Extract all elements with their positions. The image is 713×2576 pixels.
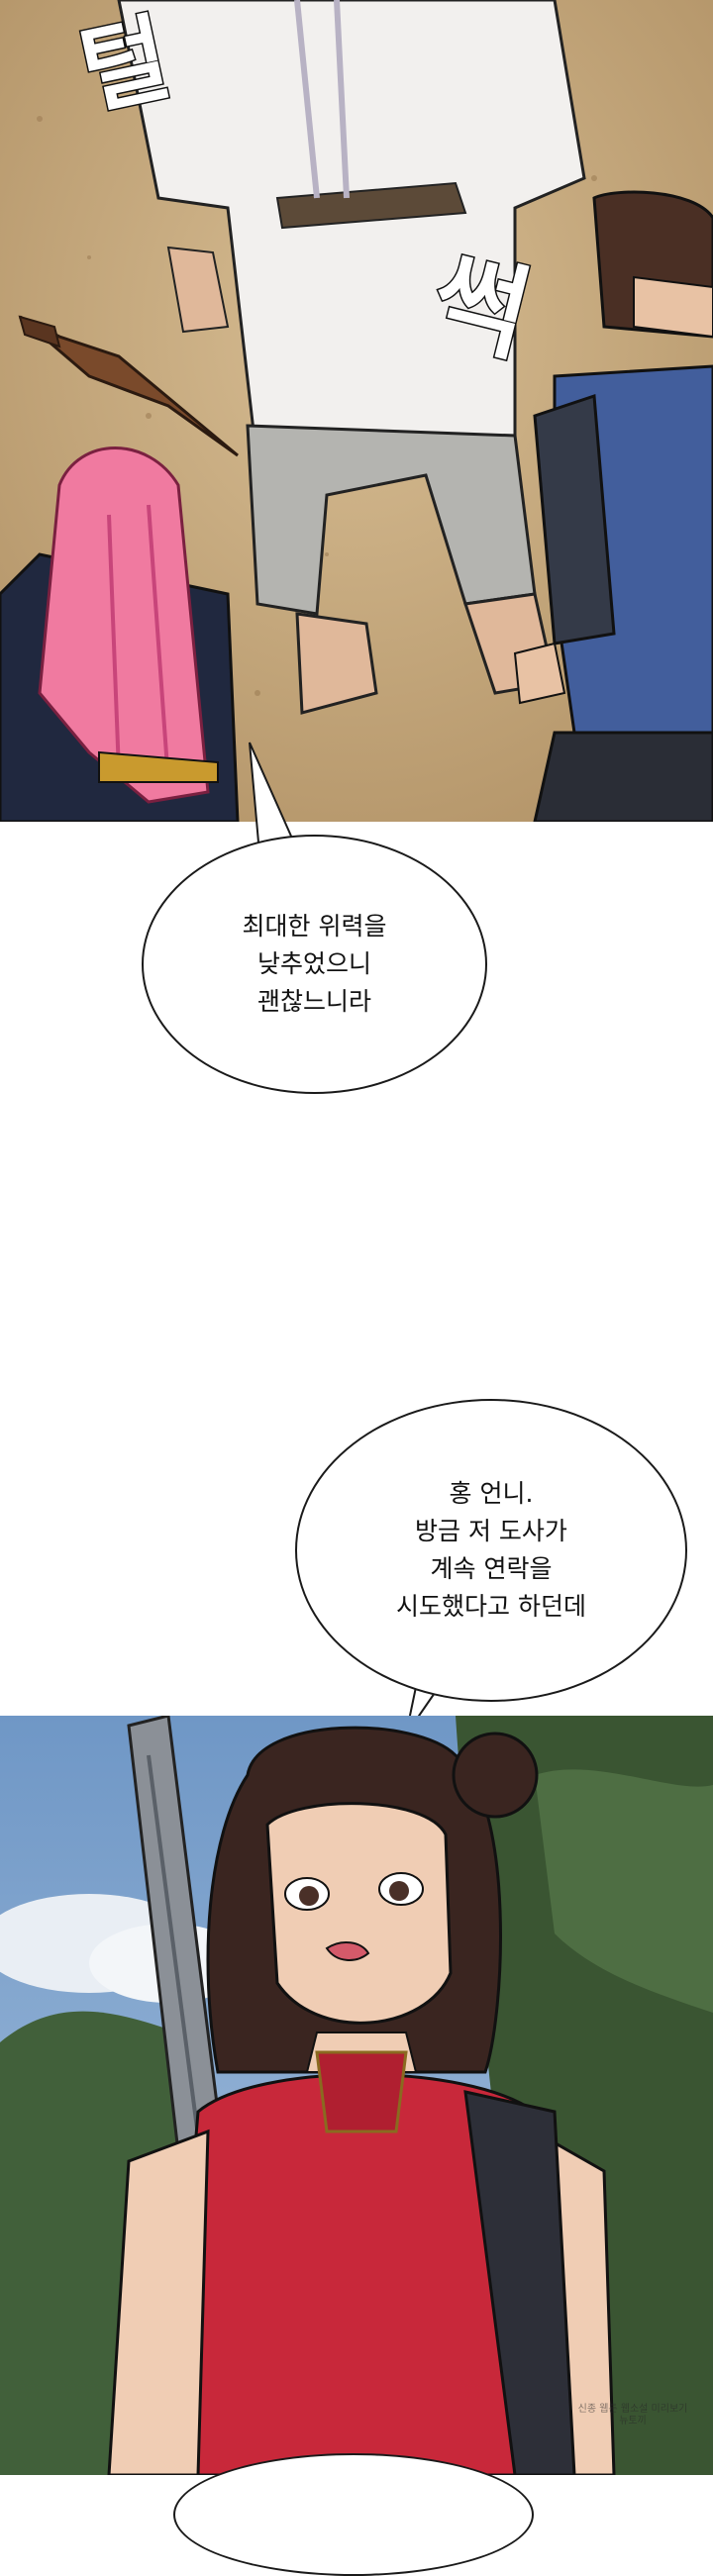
speech-bubble-2-text: 홍 언니. 방금 저 도사가 계속 연락을 시도했다고 하던데 bbox=[396, 1479, 586, 1621]
speech-bubble-3-partial bbox=[173, 2453, 534, 2576]
watermark-line-2: 뉴토끼 bbox=[619, 2416, 647, 2427]
woman-in-red-figure bbox=[107, 1726, 616, 2475]
comic-panel-ground-scene: 털 썩 bbox=[0, 0, 713, 822]
ground-scene-art bbox=[0, 0, 713, 822]
comic-panel-forest-scene: 신종 웹툰 웹소설 미리보기 뉴토끼 bbox=[0, 1716, 713, 2475]
speech-bubble-2: 홍 언니. 방금 저 도사가 계속 연락을 시도했다고 하던데 bbox=[295, 1399, 687, 1702]
pink-haired-girl-figure bbox=[0, 446, 240, 822]
forest-scene-art bbox=[0, 1716, 713, 2475]
elder-figure bbox=[117, 0, 586, 715]
speech-bubble-1-text: 최대한 위력을 낮추었으니 괜찮느니라 bbox=[242, 912, 387, 1016]
dagger-illustration bbox=[18, 315, 239, 457]
watermark: 신종 웹툰 웹소설 미리보기 뉴토끼 bbox=[559, 2404, 707, 2427]
speech-bubble-1: 최대한 위력을 낮추었으니 괜찮느니라 bbox=[142, 835, 487, 1094]
watermark-line-1: 신종 웹툰 웹소설 미리보기 bbox=[577, 2404, 688, 2415]
young-man-figure bbox=[513, 190, 713, 822]
